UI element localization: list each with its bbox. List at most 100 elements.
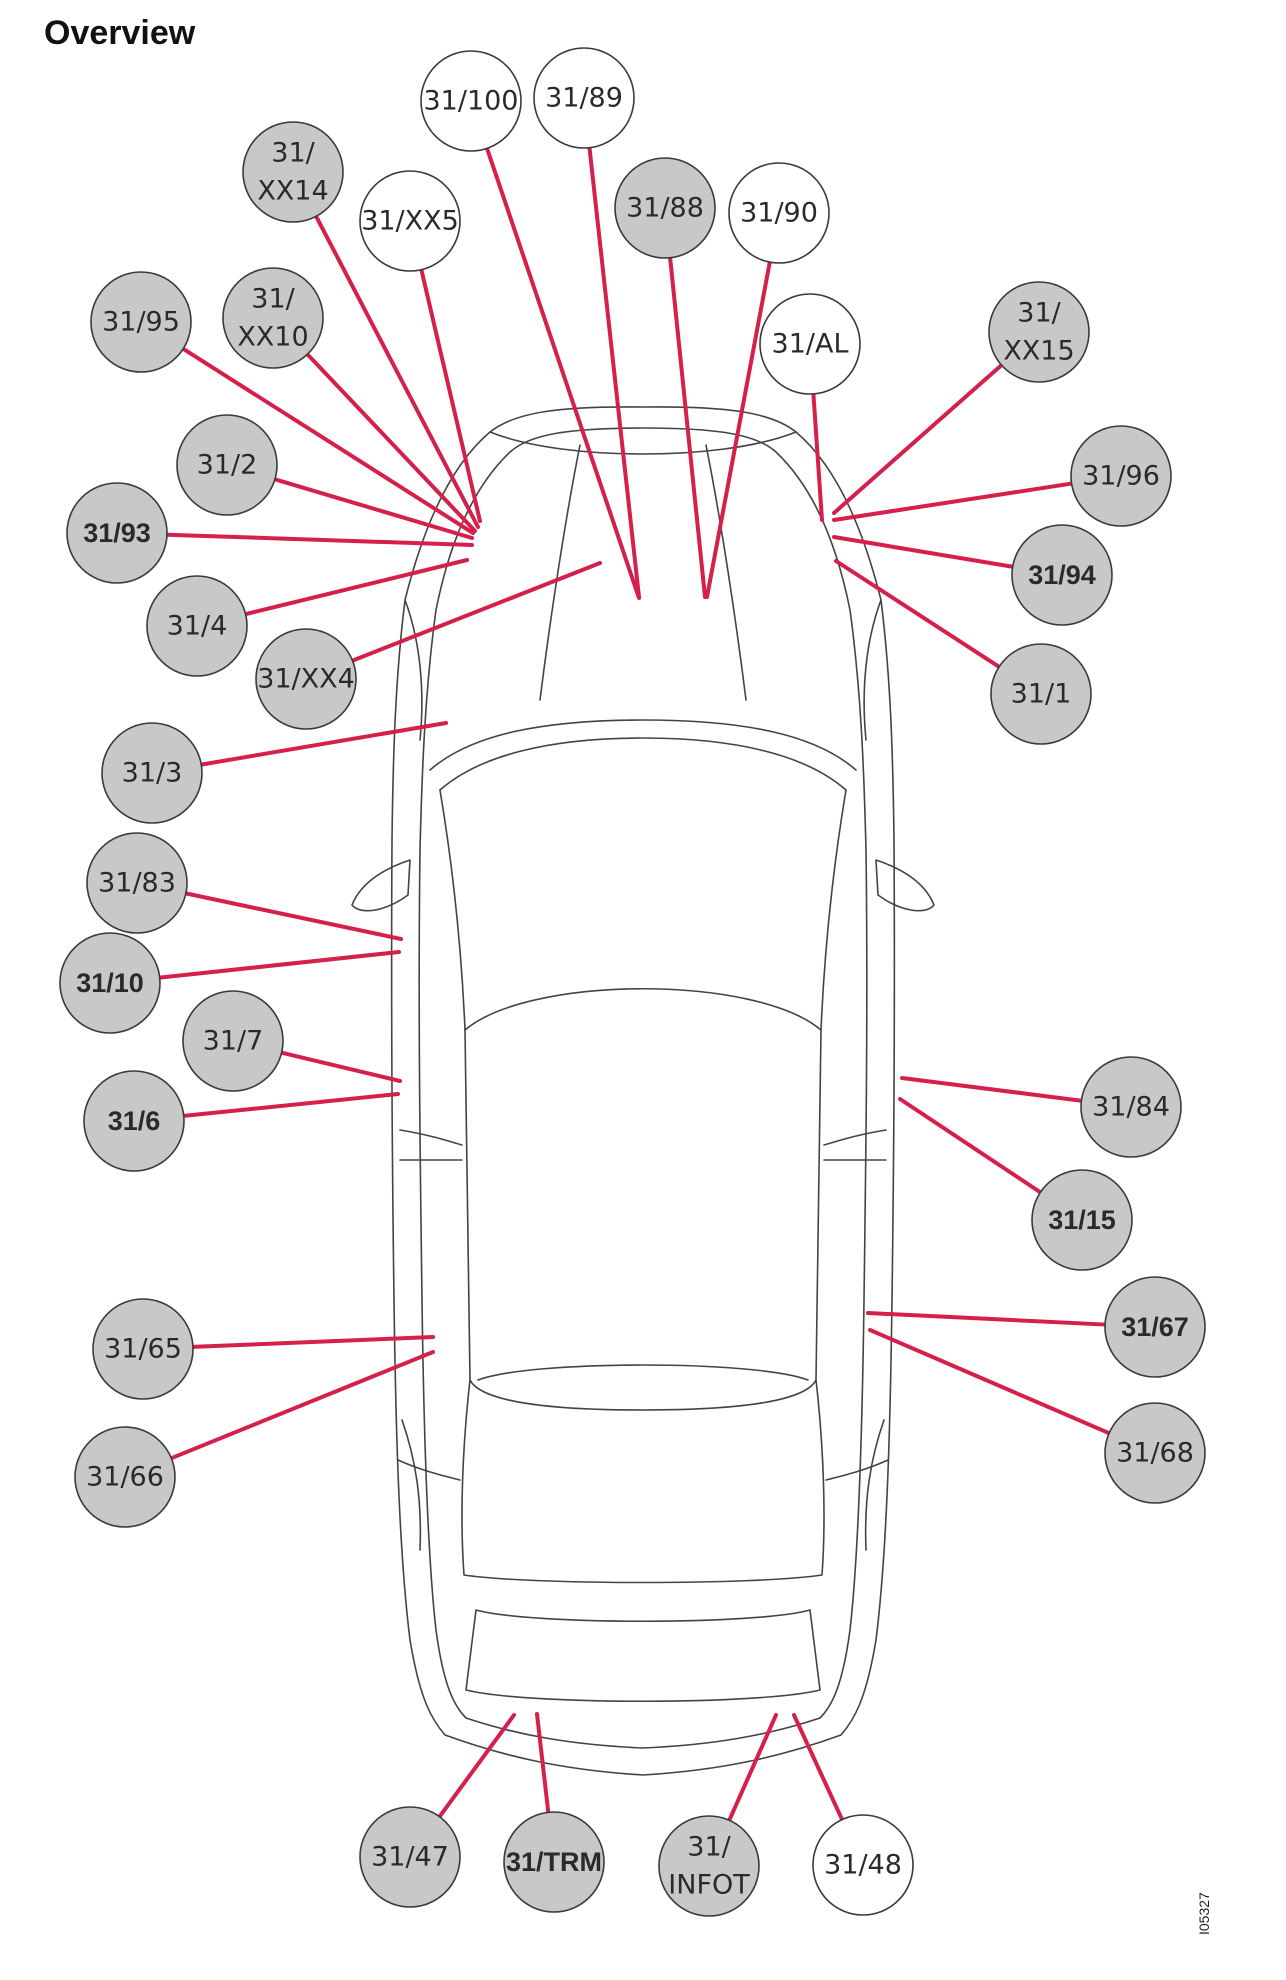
leader-line-31-3	[199, 721, 448, 767]
connector-bubble	[1031, 1169, 1133, 1271]
connector-label-31-xx5: 31/XX5	[359, 170, 461, 272]
leader-line-31-xx5	[419, 267, 482, 523]
connector-label-31-7: 31/7	[182, 990, 284, 1092]
connector-label-31-3: 31/3	[101, 722, 203, 824]
connector-label-31-100: 31/100	[420, 50, 522, 152]
connector-label-31-15: 31/15	[1031, 1169, 1133, 1271]
figure-id: I05327	[1196, 1892, 1212, 1935]
connector-bubble	[66, 482, 168, 584]
connector-label-text: 31/90	[740, 198, 818, 229]
connector-label-text: 31/65	[104, 1334, 182, 1365]
leader-line-31-88	[668, 255, 707, 599]
connector-label-text: INFOT	[668, 1870, 750, 1901]
connector-label-31-68: 31/68	[1104, 1402, 1206, 1504]
leader-line-31-48	[792, 1713, 845, 1822]
leader-line-31-94	[832, 535, 1015, 569]
connector-bubble	[503, 1811, 605, 1913]
leader-line-31-4	[243, 558, 469, 617]
connector-label-text: 31/68	[1116, 1438, 1194, 1469]
leader-line-31-89	[587, 145, 641, 599]
leader-line-31-trm	[535, 1712, 551, 1815]
connector-label-31-xx10: 31/XX10	[222, 267, 324, 369]
connector-bubble	[59, 932, 161, 1034]
connector-bubble	[728, 162, 830, 264]
connector-label-text: 31/93	[83, 518, 151, 548]
connector-label-31-66: 31/66	[74, 1426, 176, 1528]
connector-bubble	[359, 170, 461, 272]
leader-line-31-xx4	[350, 561, 602, 663]
connector-bubble	[658, 1815, 760, 1917]
connector-label-text: 31/6	[108, 1106, 161, 1136]
leader-line-31-68	[868, 1328, 1112, 1436]
connector-bubble	[255, 628, 357, 730]
connector-bubble	[759, 293, 861, 395]
connector-label-31-47: 31/47	[359, 1806, 461, 1908]
connector-bubble	[1104, 1402, 1206, 1504]
connector-label-31-96: 31/96	[1070, 425, 1172, 527]
connector-label-text: 31/	[251, 284, 295, 315]
connector-label-text: 31/94	[1028, 560, 1096, 590]
leader-line-31-al	[811, 391, 824, 522]
connector-bubble	[101, 722, 203, 824]
leader-line-31-84	[900, 1076, 1084, 1103]
connector-label-31-1: 31/1	[990, 643, 1092, 745]
connector-label-31-83: 31/83	[86, 832, 188, 934]
connector-label-text: 31/AL	[772, 329, 849, 360]
leader-line-31-93	[164, 532, 474, 547]
connector-label-text: 31/96	[1082, 461, 1160, 492]
connector-bubble	[83, 1070, 185, 1172]
connector-bubble	[614, 157, 716, 259]
page-title: Overview	[44, 14, 196, 52]
connector-label-text: 31/83	[98, 868, 176, 899]
connector-label-31-89: 31/89	[533, 47, 635, 149]
connector-label-text: 31/66	[86, 1462, 164, 1493]
leader-line-31-83	[183, 891, 403, 941]
connector-label-text: 31/15	[1048, 1205, 1116, 1235]
leader-line-31-7	[279, 1050, 402, 1083]
leader-line-31-65	[190, 1335, 435, 1349]
leader-line-31-100	[485, 146, 641, 600]
connector-bubble	[242, 121, 344, 223]
connector-bubble	[86, 832, 188, 934]
connector-label-text: 31/XX5	[361, 206, 459, 237]
connector-bubble	[533, 47, 635, 149]
connector-label-text: 31/7	[203, 1026, 264, 1057]
connector-bubble	[812, 1814, 914, 1916]
leader-line-31-xx10	[305, 352, 477, 533]
connector-label-31-al: 31/AL	[759, 293, 861, 395]
connector-label-text: 31/	[271, 138, 315, 169]
leader-line-31-2	[272, 477, 474, 540]
connector-label-31-infot: 31/INFOT	[658, 1815, 760, 1917]
connector-label-31-xx15: 31/XX15	[988, 281, 1090, 383]
connector-label-text: XX15	[1003, 336, 1074, 367]
leader-line-31-96	[832, 481, 1074, 522]
leader-line-31-10	[157, 950, 401, 980]
connector-label-31-10: 31/10	[59, 932, 161, 1034]
leader-line-31-6	[181, 1092, 400, 1118]
connector-label-text: 31/	[1017, 298, 1061, 329]
connector-bubble	[182, 990, 284, 1092]
connector-label-text: 31/84	[1092, 1092, 1170, 1123]
connector-label-text: 31/88	[626, 193, 704, 224]
connector-label-text: 31/100	[424, 86, 519, 117]
connector-label-31-48: 31/48	[812, 1814, 914, 1916]
leader-line-31-1	[834, 559, 1002, 669]
connector-label-text: 31/2	[197, 450, 258, 481]
connector-label-31-xx4: 31/XX4	[255, 628, 357, 730]
connector-label-31-65: 31/65	[92, 1298, 194, 1400]
connector-label-31-4: 31/4	[146, 575, 248, 677]
connector-label-31-94: 31/94	[1011, 524, 1113, 626]
connector-label-text: 31/3	[122, 758, 183, 789]
connector-bubble	[990, 643, 1092, 745]
connector-bubble	[359, 1806, 461, 1908]
leader-lines	[157, 145, 1112, 1823]
connector-bubble	[222, 267, 324, 369]
leader-line-31-95	[181, 346, 475, 535]
connector-label-31-84: 31/84	[1080, 1056, 1182, 1158]
connector-bubble	[988, 281, 1090, 383]
connector-label-text: 31/4	[167, 611, 228, 642]
leader-line-31-66	[169, 1350, 435, 1461]
connector-label-31-trm: 31/TRM	[503, 1811, 605, 1913]
